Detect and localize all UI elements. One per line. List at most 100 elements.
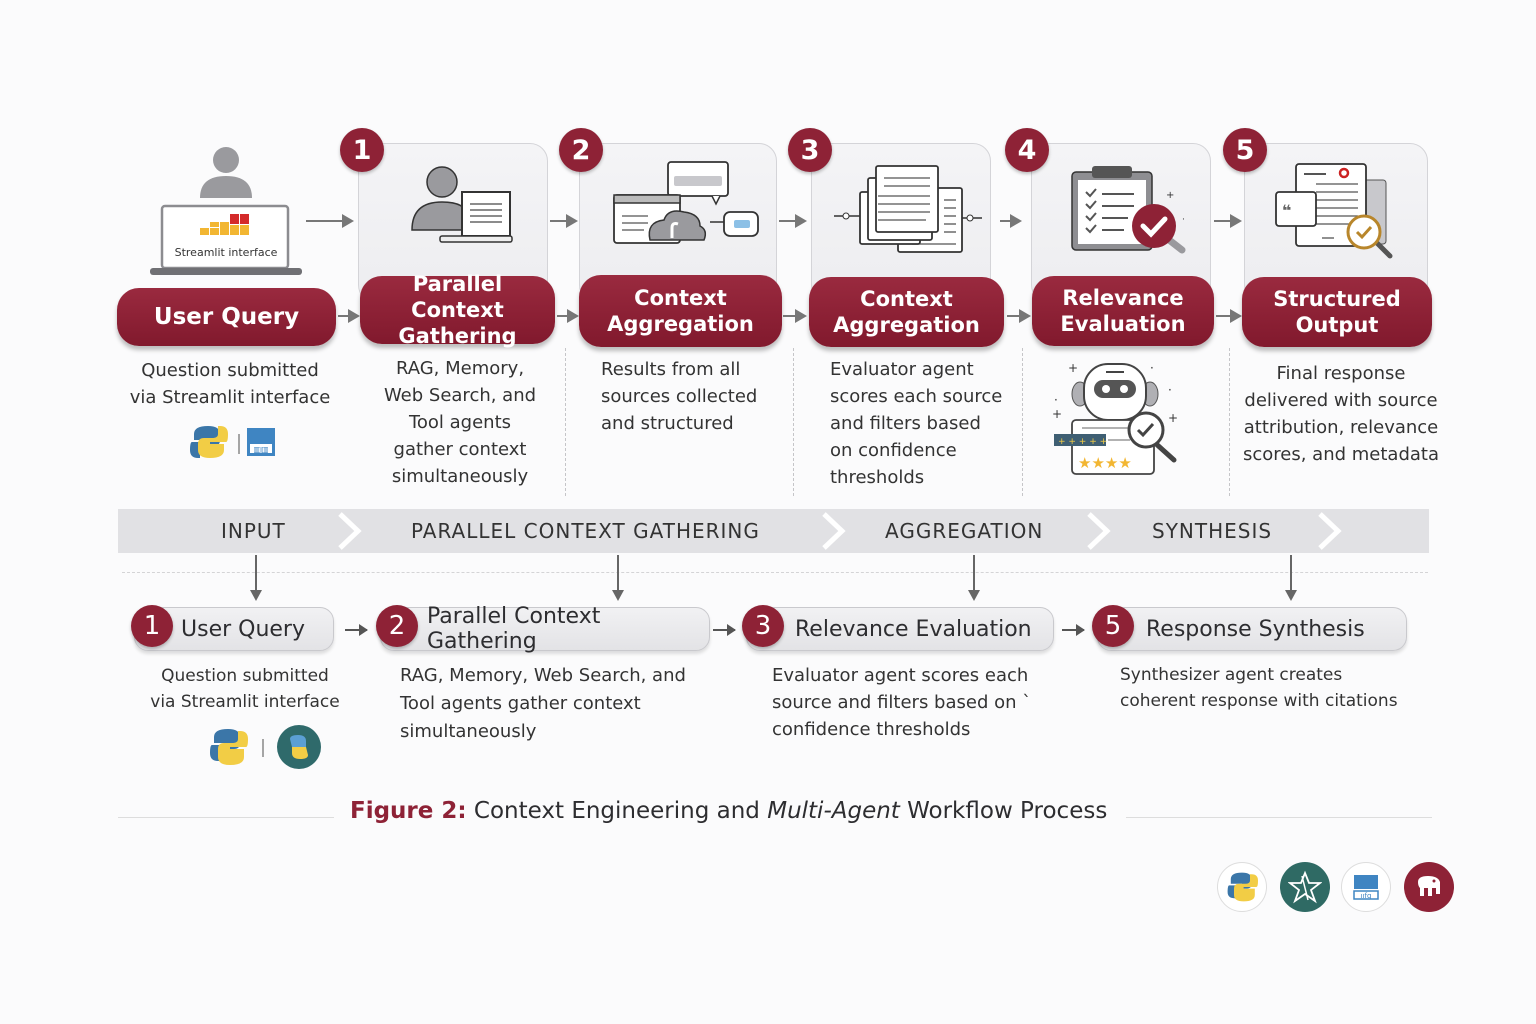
chevron-right-icon <box>822 512 846 550</box>
summary-step-title: Parallel Context Gathering <box>427 604 601 654</box>
step-number-badge: 5 <box>1223 128 1267 172</box>
caption-label: Figure 2: <box>350 798 467 824</box>
column-divider <box>1022 348 1023 496</box>
summary-step-title: Relevance Evaluation <box>795 616 1032 642</box>
flow-arrow <box>338 309 360 323</box>
svg-text:❝: ❝ <box>1282 201 1291 220</box>
flow-arrow <box>1000 214 1022 228</box>
phase-band <box>118 509 1429 553</box>
svg-text:+: + <box>1052 407 1062 421</box>
step-description: Evaluator agent scores each source and f… <box>830 359 1003 488</box>
user-document-icon <box>408 160 518 244</box>
flow-arrow <box>779 214 807 228</box>
svg-text:★★★★: ★★★★ <box>1078 454 1132 472</box>
caption-text-italic: Multi-Agent <box>767 798 900 824</box>
summary-description: Synthesizer agent creates coherent respo… <box>1120 665 1398 711</box>
bottom-tech-icons <box>208 725 328 769</box>
phase-label-gathering: PARALLEL CONTEXT GATHERING <box>411 519 760 543</box>
flow-arrow <box>1007 309 1031 323</box>
clipboard-check-icon: +· <box>1068 164 1194 254</box>
step-title: Context Aggregation <box>607 286 754 336</box>
python-logo-icon <box>1217 862 1267 912</box>
step-title: User Query <box>153 304 300 330</box>
step-title: Relevance Evaluation <box>1060 286 1186 336</box>
column-divider <box>793 348 794 496</box>
summary-step-2: Parallel Context Gathering <box>380 604 710 654</box>
svg-text:+: + <box>1068 361 1078 375</box>
chevron-right-icon <box>1318 512 1342 550</box>
svg-text:ııfg: ııfg <box>1361 892 1372 900</box>
flow-arrow <box>1062 625 1085 635</box>
step-number-badge: 2 <box>376 605 418 647</box>
postgres-elephant-icon <box>1404 862 1454 912</box>
step-number-badge: 2 <box>559 128 603 172</box>
step-description: RAG, Memory, Web Search, and Tool agents… <box>383 358 537 487</box>
svg-text:+ + + + +: + + + + + <box>1058 437 1107 447</box>
python-logo-icon <box>210 729 248 765</box>
flow-arrow <box>550 214 578 228</box>
step-number-badge: 3 <box>742 605 784 647</box>
svg-text:·: · <box>1054 393 1058 407</box>
svg-text:·: · <box>1150 361 1154 375</box>
dashed-separator <box>122 572 1428 573</box>
caption-text: Workflow Process <box>899 798 1108 824</box>
step-pill-4: Relevance Evaluation <box>1032 276 1214 346</box>
step-number-badge: 1 <box>131 605 173 647</box>
caption-rule-right <box>1126 817 1432 818</box>
figure-caption: Figure 2: Context Engineering and Multi-… <box>350 798 1107 824</box>
phase-label-aggregation: AGGREGATION <box>885 519 1044 543</box>
flow-arrow <box>306 214 354 228</box>
down-arrow <box>612 555 624 601</box>
step-number-badge: 3 <box>788 128 832 172</box>
down-arrow <box>250 555 262 601</box>
column-divider <box>1229 348 1230 496</box>
flow-arrow <box>713 625 736 635</box>
down-arrow <box>1285 555 1297 601</box>
caption-text: Context Engineering and <box>473 798 768 824</box>
summary-step-title: User Query <box>181 616 305 642</box>
step-description: Results from all sources collected and s… <box>601 359 758 434</box>
svg-text:Streamlit interface: Streamlit interface <box>175 246 278 259</box>
phase-label-input: INPUT <box>221 519 286 543</box>
step-number-badge: 4 <box>1005 128 1049 172</box>
step-description: Final response delivered with source att… <box>1242 363 1439 465</box>
summary-step-3: Relevance Evaluation <box>746 607 1054 651</box>
summary-description: Evaluator agent scores each source and f… <box>772 665 1032 740</box>
python-logo-icon: ▥▥ <box>190 426 275 458</box>
summary-description: RAG, Memory, Web Search, and Tool agents… <box>400 665 686 742</box>
step-pill-2: Context Aggregation <box>579 275 782 347</box>
svg-text:+: + <box>1168 411 1178 425</box>
step-pill-1: Parallel Context Gathering <box>360 272 555 348</box>
flow-arrow <box>345 625 368 635</box>
summary-description: Question submitted via Streamlit interfa… <box>150 666 340 712</box>
column-divider <box>565 348 566 496</box>
flow-arrow <box>783 309 807 323</box>
input-tech-icons: ▥▥ <box>190 424 280 460</box>
star-emblem-icon <box>1280 862 1330 912</box>
chevron-right-icon <box>338 512 362 550</box>
summary-step-title: Response Synthesis <box>1146 616 1365 642</box>
phase-label-synthesis: SYNTHESIS <box>1152 519 1273 543</box>
svg-text:·: · <box>1168 383 1172 397</box>
user-laptop-icon: Streamlit interface <box>148 144 304 276</box>
flow-arrow <box>1214 214 1242 228</box>
flow-arrow <box>557 309 579 323</box>
down-arrow <box>968 555 980 601</box>
step-description: Question submitted via Streamlit interfa… <box>129 360 331 408</box>
svg-text:▥▥: ▥▥ <box>253 445 268 454</box>
robot-evaluator-icon: +···++ + + + + + ★★★★ <box>1050 358 1190 478</box>
step-number-badge: 1 <box>340 128 384 172</box>
flow-arrow <box>1216 309 1242 323</box>
step-pill-5: Structured Output <box>1242 277 1432 347</box>
step-title: Parallel Context Gathering <box>398 272 517 348</box>
step-pill-3: Context Aggregation <box>809 277 1004 347</box>
app-logo-icon: ııfg <box>1341 862 1391 912</box>
step-title: Context Aggregation <box>833 287 980 337</box>
caption-rule-left <box>118 817 334 818</box>
cloud-aggregation-icon <box>612 160 762 246</box>
step-title: Structured Output <box>1273 287 1401 337</box>
step-number-badge: 5 <box>1092 605 1134 647</box>
summary-step-5: Response Synthesis <box>1097 607 1407 651</box>
svg-text:+: + <box>1166 190 1174 201</box>
